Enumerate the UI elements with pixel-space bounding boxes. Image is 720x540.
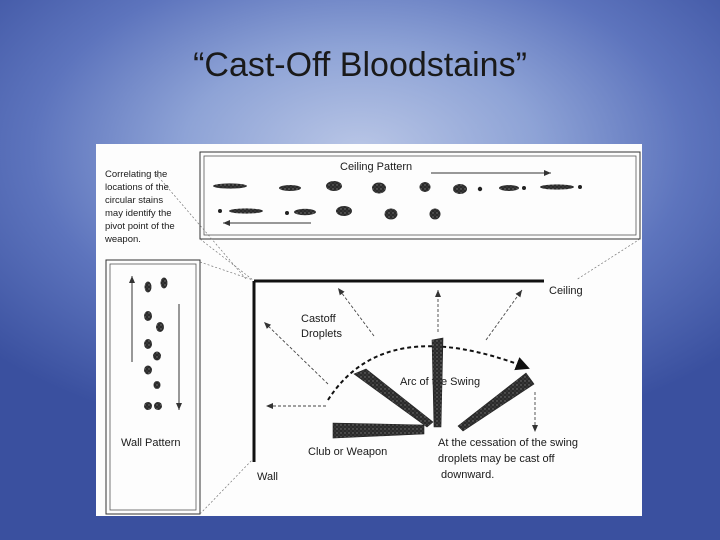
weapon-position [457, 372, 535, 432]
wall-pattern-label: Wall Pattern [121, 437, 181, 449]
cessation-note-line: downward. [438, 469, 494, 481]
blood-stain [522, 186, 526, 190]
blood-stain [453, 184, 467, 194]
blood-stain [419, 182, 431, 192]
blood-stain [153, 381, 161, 389]
wall-panel-inner-frame [109, 263, 197, 511]
castoff-label-line: Castoff [301, 313, 337, 325]
wall-label: Wall [257, 471, 278, 483]
cessation-note-line: droplets may be cast off [438, 453, 556, 465]
blood-stain [326, 181, 342, 191]
intro-note-line: circular stains [105, 195, 163, 206]
perspective-lines [155, 173, 641, 515]
cessation-note-line: At the cessation of the swing [438, 437, 578, 449]
blood-stain [285, 211, 289, 215]
ceiling-panel-frame [199, 151, 641, 240]
blood-stain [429, 208, 441, 220]
cast-off-diagram: Correlating the locations of the circula… [96, 144, 642, 516]
castoff-trajectories [263, 287, 538, 432]
weapon-positions [332, 337, 535, 439]
blood-stain [499, 185, 519, 191]
blood-stain [156, 322, 164, 332]
blood-stain [154, 402, 162, 410]
blood-stain [144, 365, 152, 375]
ceiling-label: Ceiling [549, 285, 583, 297]
castoff-label-line: Droplets [301, 328, 342, 340]
blood-stain [153, 351, 161, 361]
blood-stain [213, 183, 247, 189]
blood-stain [294, 208, 316, 216]
swing-arc-arrow [327, 345, 530, 401]
ceiling-panel-inner-frame [203, 155, 637, 236]
wall-pattern-panel: Wall Pattern [105, 259, 201, 515]
blood-stain [160, 277, 168, 289]
weapon-label: Club or Weapon [308, 446, 387, 458]
wall-panel-frame [105, 259, 201, 515]
ceiling-pattern-label: Ceiling Pattern [340, 161, 412, 173]
intro-note-line: may identify the [105, 208, 172, 219]
blood-stain [144, 402, 152, 410]
intro-note-line: locations of the [105, 182, 169, 193]
intro-note-line: weapon. [104, 234, 141, 245]
ceiling-pattern-panel: Ceiling Pattern [199, 151, 641, 240]
blood-stain [144, 311, 152, 321]
blood-stain [384, 208, 398, 220]
intro-note-line: pivot point of the [105, 221, 175, 232]
blood-stain [540, 184, 574, 190]
blood-stain [144, 281, 152, 293]
intro-note: Correlating the locations of the circula… [104, 169, 175, 245]
weapon-position [353, 368, 434, 428]
slide-title: “Cast-Off Bloodstains” [193, 46, 527, 84]
intro-note-line: Correlating the [105, 169, 167, 180]
blood-stain [336, 206, 352, 216]
blood-stain [279, 185, 301, 191]
blood-stain [578, 185, 582, 189]
room-corner: Ceiling Wall [252, 279, 583, 483]
blood-stain [229, 208, 263, 214]
blood-stain [477, 186, 483, 192]
blood-stain [218, 209, 222, 213]
blood-stain [144, 339, 152, 349]
blood-stain [372, 182, 386, 194]
weapon-position [431, 337, 444, 428]
weapon-position [332, 422, 425, 439]
